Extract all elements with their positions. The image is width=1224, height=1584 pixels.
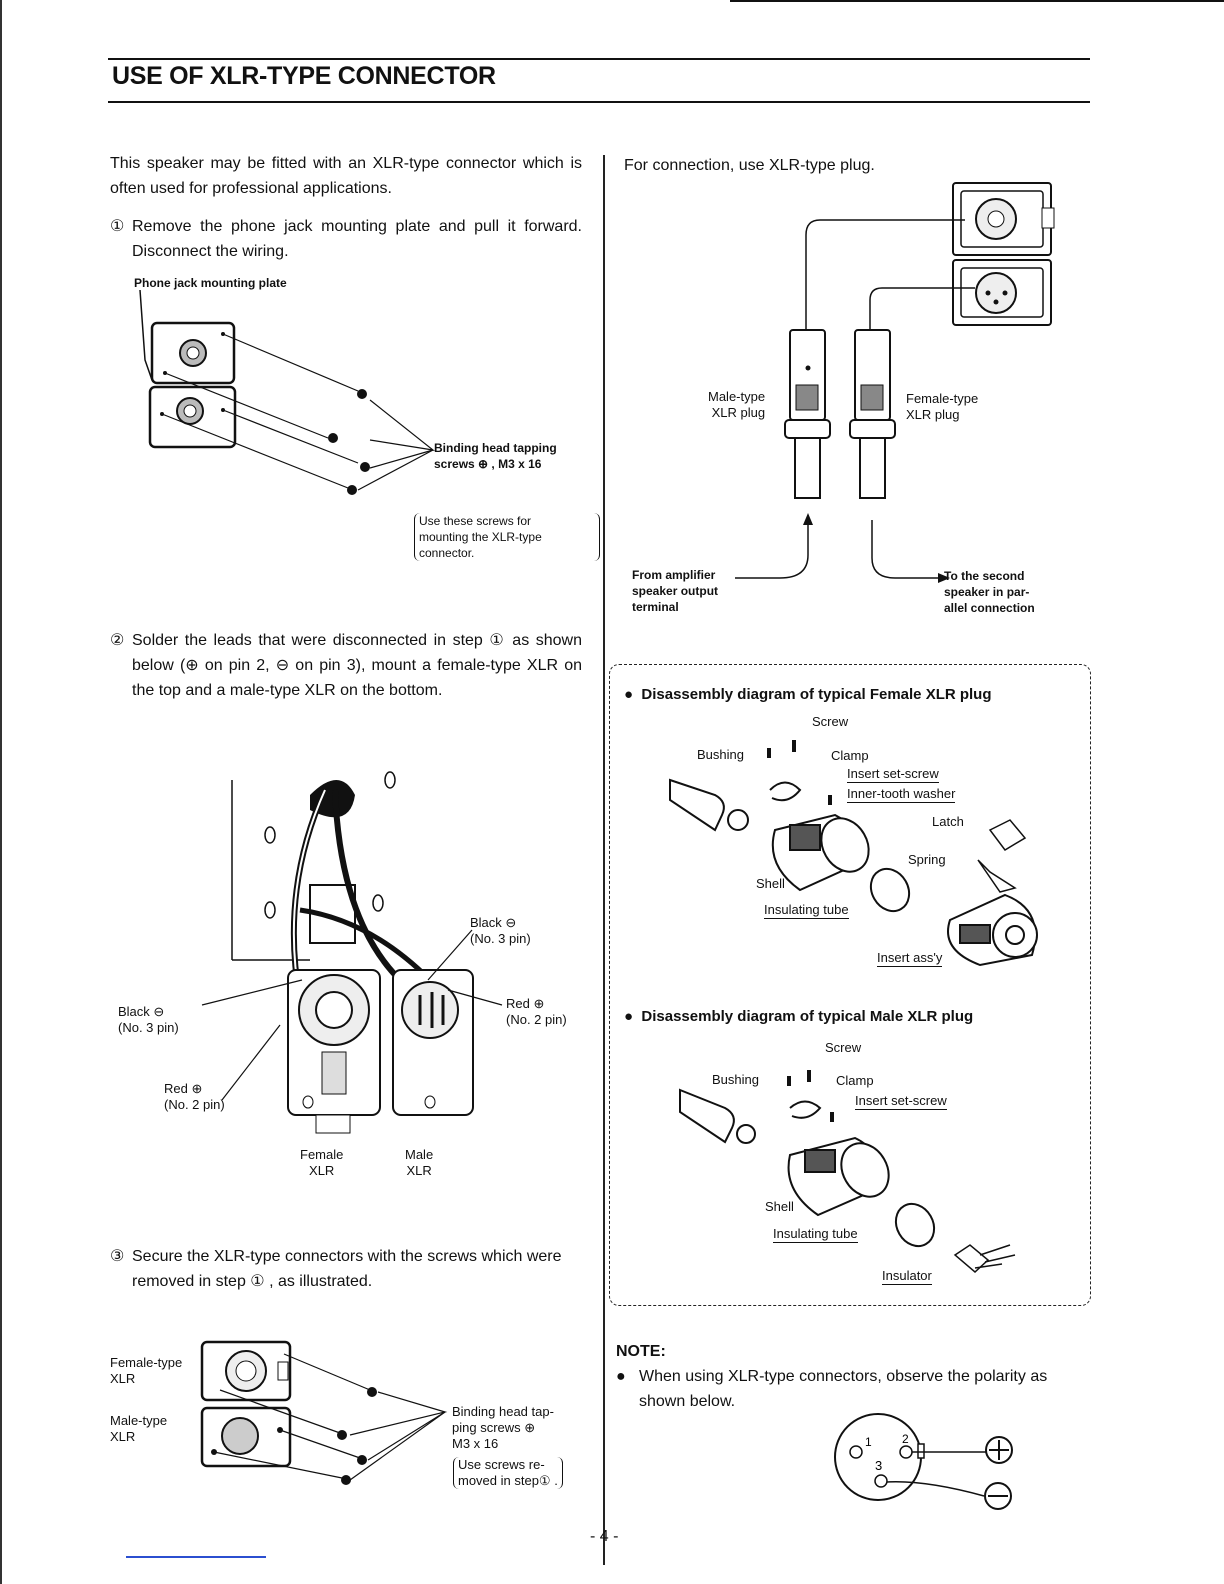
label-spring: Spring: [908, 852, 946, 867]
figure-secure-connectors: [200, 1340, 448, 1485]
label-insert-assy: Insert ass'y: [877, 950, 943, 967]
label-latch: Latch: [932, 814, 964, 829]
label-insert-set-screw: Insert set-screw: [847, 766, 939, 783]
fig3-male-label: Male-type XLR: [110, 1413, 168, 1444]
step-1-text: Remove the phone jack mounting plate and…: [132, 218, 582, 260]
male-label-bushing: Bushing: [712, 1072, 759, 1087]
male-xlr-plug: [784, 329, 831, 499]
label-washer: Inner-tooth washer: [847, 786, 956, 803]
label-shell: Shell: [756, 876, 785, 891]
male-xlr-plate: [200, 1406, 292, 1468]
female-xlr-disassembly-diagram: [669, 740, 1038, 967]
page-number: - 4 -: [590, 1528, 619, 1545]
page-title: USE OF XLR-TYPE CONNECTOR: [112, 62, 496, 90]
bushing: [669, 778, 749, 832]
black-wire-left-label: Black ⊖ (No. 3 pin): [118, 1004, 179, 1035]
label-clamp: Clamp: [831, 748, 869, 763]
step-3: ③ Secure the XLR-type connectors with th…: [110, 1244, 582, 1294]
from-amplifier-label: From amplifier speaker output terminal: [632, 568, 719, 614]
spring: [977, 859, 1017, 893]
figure-soldering-wiring: [201, 771, 503, 1134]
female-diagram-heading: ● Disassembly diagram of typical Female …: [624, 686, 992, 703]
note-item: ● When using XLR-type connectors, observ…: [616, 1364, 1088, 1414]
plus-icon: [985, 1436, 1013, 1464]
pin-label-1: 1: [865, 1435, 872, 1449]
polarity-diagram: 1 2 3: [834, 1413, 1013, 1510]
latch: [988, 819, 1027, 851]
footer-underline: [126, 1556, 266, 1558]
male-plug-label: Male-type XLR plug: [708, 389, 766, 420]
insert-assy: [947, 893, 1038, 967]
step-2-text: Solder the leads that were disconnected …: [132, 632, 582, 699]
phone-jack-plate-upper: [150, 321, 236, 385]
male-socket-panel: [952, 259, 1052, 326]
screw-parts: [767, 740, 832, 805]
column-divider: [603, 155, 605, 1565]
bullet-icon: ●: [624, 686, 642, 703]
male-label-clamp: Clamp: [836, 1073, 874, 1088]
step-2-number: ②: [110, 632, 125, 649]
step-2: ② Solder the leads that were disconnecte…: [110, 628, 582, 703]
male-diagram-heading: ● Disassembly diagram of typical Male XL…: [624, 1008, 974, 1025]
red-wire-left-label: Red ⊕ (No. 2 pin): [164, 1081, 225, 1112]
label-screw: Screw: [812, 714, 849, 729]
note-text: When using XLR-type connectors, observe …: [639, 1368, 1048, 1410]
phone-jack-plate-label: Phone jack mounting plate: [134, 276, 287, 290]
minus-icon: [984, 1482, 1012, 1510]
female-xlr-label: Female XLR: [300, 1147, 344, 1178]
label-bushing: Bushing: [697, 747, 744, 762]
figure-phone-jack-removal: [139, 289, 436, 495]
female-xlr-plate: [200, 1340, 292, 1402]
pin-label-3: 3: [875, 1458, 882, 1473]
black-wire-right-label: Black ⊖ (No. 3 pin): [470, 915, 531, 946]
female-socket-panel: [952, 182, 1055, 256]
fig3-screws-note: Use screws re- moved in step① .: [453, 1457, 563, 1489]
intro-paragraph: This speaker may be fitted with an XLR-t…: [110, 155, 582, 197]
second-speaker-label: To the second speaker in par- allel conn…: [944, 569, 1035, 615]
top-edge-rule: [730, 0, 1224, 2]
male-label-screw: Screw: [825, 1040, 862, 1055]
screws-group-1: [328, 389, 370, 495]
step-3-number: ③: [110, 1248, 125, 1265]
red-wire-right-label: Red ⊕ (No. 2 pin): [506, 996, 567, 1027]
shell: [771, 813, 870, 892]
pin-label-2: 2: [902, 1432, 909, 1446]
disassembly-diagrams-box: [609, 664, 1091, 1306]
title-rule-bottom: [108, 101, 1090, 103]
male-label-shell: Shell: [765, 1199, 794, 1214]
fig3-screws-label: Binding head tap- ping screws ⊕ M3 x 16: [452, 1404, 554, 1451]
male-xlr-label: Male XLR: [405, 1147, 434, 1178]
title-rule-top: [108, 58, 1090, 60]
left-edge-line: [0, 0, 2, 1584]
label-insulating-tube: Insulating tube: [764, 902, 849, 919]
male-xlr-socket: [392, 969, 474, 1116]
female-xlr-socket: [287, 969, 381, 1134]
step-1-number: ①: [110, 218, 125, 235]
connection-text: For connection, use XLR-type plug.: [624, 157, 875, 174]
male-label-insert-set-screw: Insert set-screw: [855, 1093, 947, 1110]
bullet-icon: ●: [624, 1008, 642, 1025]
insulator: [953, 1244, 1016, 1274]
fig3-female-label: Female-type XLR: [110, 1355, 183, 1386]
female-xlr-plug: [849, 329, 896, 499]
step-3-text: Secure the XLR-type connectors with the …: [132, 1248, 562, 1290]
bullet-icon: ●: [616, 1368, 626, 1385]
screws-usage-note: Use these screws for mounting the XLR-ty…: [414, 513, 600, 561]
note-heading: NOTE:: [616, 1343, 666, 1360]
male-label-insulator: Insulator: [882, 1268, 932, 1285]
step-1: ① Remove the phone jack mounting plate a…: [110, 214, 582, 264]
phone-jack-plate-lower: [148, 385, 237, 449]
binding-screws-label: Binding head tapping screws ⊕ , M3 x 16: [434, 441, 557, 471]
female-plug-label: Female-type XLR plug: [906, 391, 979, 422]
figure-xlr-plug-connection: [735, 182, 1055, 583]
male-label-insulating-tube: Insulating tube: [773, 1226, 858, 1243]
male-xlr-disassembly-diagram: [679, 1070, 1016, 1274]
